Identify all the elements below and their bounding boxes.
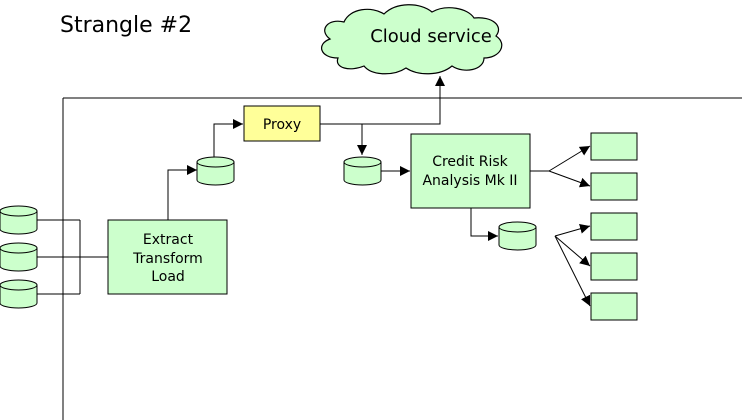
etl-label-line-1: Extract [143, 232, 194, 248]
cloud-service: Cloud service [321, 4, 503, 75]
connectors [37, 76, 591, 307]
output-box [590, 292, 638, 321]
system-boundary [62, 97, 742, 420]
etl-label-line-3: Load [151, 269, 185, 285]
database-icon [0, 205, 38, 235]
proxy-box: Proxy [243, 105, 321, 142]
credit-risk-label-line-1: Credit Risk [432, 154, 508, 170]
database-icon [0, 279, 38, 309]
output-boxes [590, 132, 638, 321]
database-icon [343, 156, 382, 186]
proxy-label: Proxy [263, 117, 301, 133]
output-box [590, 172, 638, 201]
cloud-service-label: Cloud service [370, 26, 492, 47]
database-icon [0, 242, 38, 272]
database-icon [196, 156, 235, 186]
credit-risk-box: Credit Risk Analysis Mk II [410, 133, 531, 209]
diagram-title: Strangle #2 [60, 13, 192, 38]
output-box [590, 252, 638, 281]
etl-label-line-2: Transform [132, 251, 203, 267]
database-icon [498, 221, 537, 251]
cloud-shape [321, 4, 503, 75]
output-box [590, 212, 638, 241]
output-box [590, 132, 638, 161]
etl-box: Extract Transform Load [107, 219, 228, 295]
credit-risk-label-line-2: Analysis Mk II [422, 173, 517, 189]
source-databases [0, 205, 38, 309]
